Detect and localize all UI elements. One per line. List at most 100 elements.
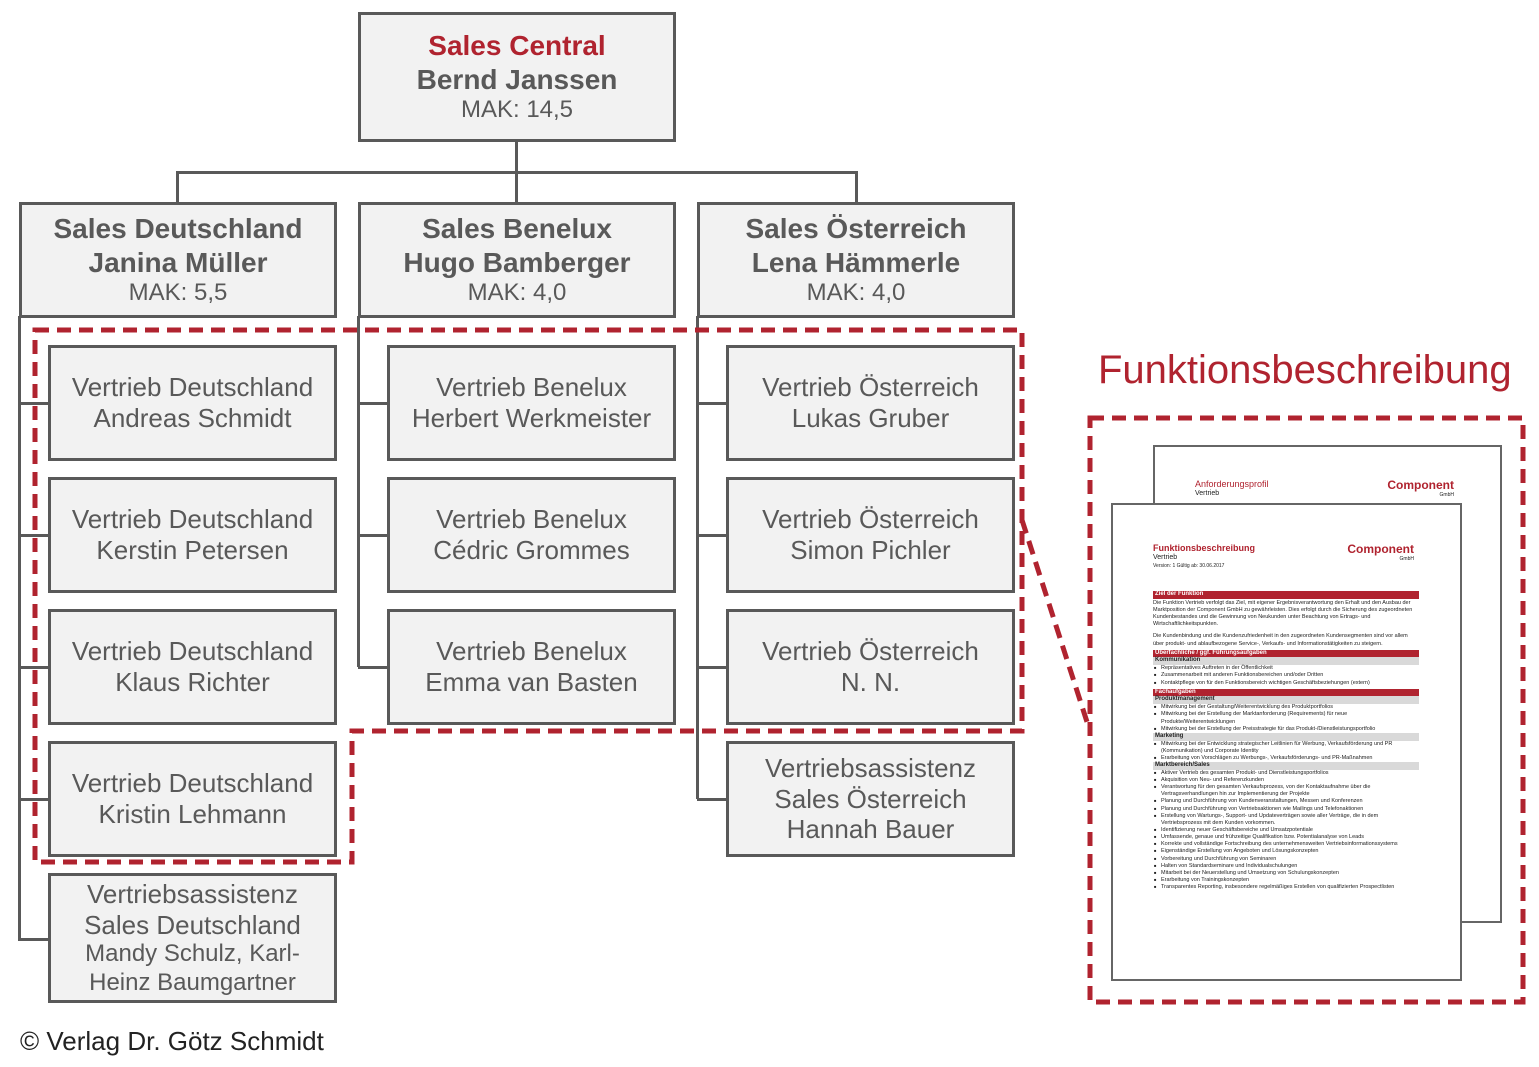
doc-bar: Fachaufgaben xyxy=(1153,688,1419,697)
doc-para: Die Funktion Vertrieb verfolgt das Ziel,… xyxy=(1153,599,1413,628)
connector xyxy=(855,171,858,203)
role: Vertrieb Deutschland xyxy=(71,636,314,667)
document-funktionsbeschreibung: Funktionsbeschreibung Vertrieb Version: … xyxy=(1111,503,1462,981)
company-logo-sub: GmbH xyxy=(1399,556,1414,563)
person: Andreas Schmidt xyxy=(93,403,292,433)
doc-li: Mitwirkung bei der Entwicklung strategis… xyxy=(1153,741,1419,755)
manager-name: Janina Müller xyxy=(88,246,268,278)
org-box-sales-oesterreich: Sales Österreich Lena Hämmerle MAK: 4,0 xyxy=(697,202,1015,318)
doc-li: Erarbeitung von Trainingskonzepten xyxy=(1153,877,1419,884)
unit-title: Sales Deutschland xyxy=(53,213,303,244)
doc-li: Eigenständige Erstellung von Angeboten u… xyxy=(1153,848,1419,855)
doc-title: Funktionsbeschreibung xyxy=(1153,543,1256,553)
doc-header: Funktionsbeschreibung Vertrieb Version: … xyxy=(1153,543,1255,569)
doc-li: Transparentes Reporting, insbesondere re… xyxy=(1153,884,1419,891)
connector xyxy=(515,141,518,174)
doc-subtitle: Vertrieb xyxy=(1153,554,1178,562)
connector xyxy=(515,171,518,203)
connector xyxy=(19,798,49,801)
doc-li: Akquisition von Neu- und Referenzkunden xyxy=(1153,777,1419,784)
doc-li: Erstellung von Wartungs-, Support- und U… xyxy=(1153,813,1419,827)
connector xyxy=(176,171,179,203)
connector xyxy=(696,316,699,799)
role: Vertrieb Benelux xyxy=(436,636,627,667)
connector xyxy=(19,938,49,941)
highlight-outline-sales-staff xyxy=(32,327,1025,865)
manager-name: Hugo Bamberger xyxy=(403,246,631,278)
doc-li: Mitwirkung bei der Erstellung der Markta… xyxy=(1153,711,1419,725)
person: N. N. xyxy=(840,667,901,697)
org-box-sales-central: Sales Central Bernd Janssen MAK: 14,5 xyxy=(358,12,676,142)
company-logo-sub: GmbH xyxy=(1439,492,1454,499)
person: Klaus Richter xyxy=(115,667,270,697)
callout-frame xyxy=(1087,415,1526,1005)
doc-li: Kontaktpflege von für den Funktionsberei… xyxy=(1153,680,1419,687)
connector xyxy=(697,402,727,405)
doc-header: Anforderungsprofil Vertrieb xyxy=(1195,479,1269,499)
callout-title: Funktionsbeschreibung xyxy=(1098,348,1512,392)
role: Vertrieb Deutschland xyxy=(71,768,314,799)
doc-li: Mitwirkung bei der Erstellung der Preiss… xyxy=(1153,726,1419,733)
doc-subtitle: Vertrieb xyxy=(1195,490,1220,498)
unit-title: Sales Österreich xyxy=(745,213,967,244)
person: Hannah Bauer xyxy=(786,814,955,845)
person: Simon Pichler xyxy=(790,535,951,565)
role: Vertrieb Benelux xyxy=(436,372,627,403)
mak-value: MAK: 4,0 xyxy=(467,279,567,307)
person: Herbert Werkmeister xyxy=(411,403,652,433)
doc-version: Version: 1 Gültig ab: 30.06.2017 xyxy=(1153,563,1225,569)
person: Kristin Lehmann xyxy=(98,799,287,829)
doc-sub: Kommunikation xyxy=(1153,657,1419,666)
doc-li: Verantwortung für den gesamten Verkaufsp… xyxy=(1153,784,1419,798)
connector xyxy=(697,534,727,537)
doc-li: Mitwirkung bei der Gestaltung/Weiterentw… xyxy=(1153,704,1419,711)
doc-sub: Produktmanagement xyxy=(1153,696,1419,705)
role: Vertrieb Deutschland xyxy=(71,504,314,535)
person: Emma van Basten xyxy=(425,667,638,697)
connector xyxy=(357,316,360,667)
unit-title: Sales Benelux xyxy=(422,213,612,244)
connector xyxy=(358,666,388,669)
connector xyxy=(19,534,49,537)
doc-li: Aktiver Vertrieb des gesamten Produkt- u… xyxy=(1153,770,1419,777)
role-line2: Sales Österreich xyxy=(774,783,967,814)
doc-li: Planung und Durchführung von Vertriebsak… xyxy=(1153,806,1419,813)
doc-bar: Ziel der Funktion xyxy=(1153,591,1419,599)
mak-value: MAK: 4,0 xyxy=(806,279,906,307)
connector xyxy=(19,402,49,405)
person: Mandy Schulz, Karl-Heinz Baumgartner xyxy=(85,940,300,996)
mak-value: MAK: 5,5 xyxy=(128,279,228,307)
doc-li: Planung und Durchführung von Kundenveran… xyxy=(1153,798,1419,805)
doc-para: Die Kundenbindung und die Kundenzufriede… xyxy=(1153,633,1408,647)
manager-name: Bernd Janssen xyxy=(416,63,618,95)
role: Vertrieb Deutschland xyxy=(71,372,314,403)
connector xyxy=(18,316,21,941)
doc-li: Zusammenarbeit mit anderen Funktionsbere… xyxy=(1153,672,1419,679)
manager-name: Lena Hämmerle xyxy=(751,246,961,278)
person: Cédric Grommes xyxy=(433,535,630,565)
org-box-sales-benelux: Sales Benelux Hugo Bamberger MAK: 4,0 xyxy=(358,202,676,318)
connector xyxy=(358,402,388,405)
doc-li: Korrekte und vollständige Fortschreibung… xyxy=(1153,841,1419,848)
doc-li: Vorbereitung und Durchführung von Semina… xyxy=(1153,856,1419,863)
unit-title: Sales Central xyxy=(428,30,606,61)
callout-connector xyxy=(1019,519,1091,726)
role: Vertrieb Österreich xyxy=(762,372,979,403)
role: Vertrieb Benelux xyxy=(436,504,627,535)
doc-li: Halten von Standardseminare und Individu… xyxy=(1153,863,1419,870)
doc-li: Umfassende, genaue und frühzeitige Quali… xyxy=(1153,834,1419,841)
company-logo: Component xyxy=(1387,478,1454,492)
role: Vertriebsassistenz xyxy=(765,752,976,783)
person: Lukas Gruber xyxy=(791,403,950,433)
